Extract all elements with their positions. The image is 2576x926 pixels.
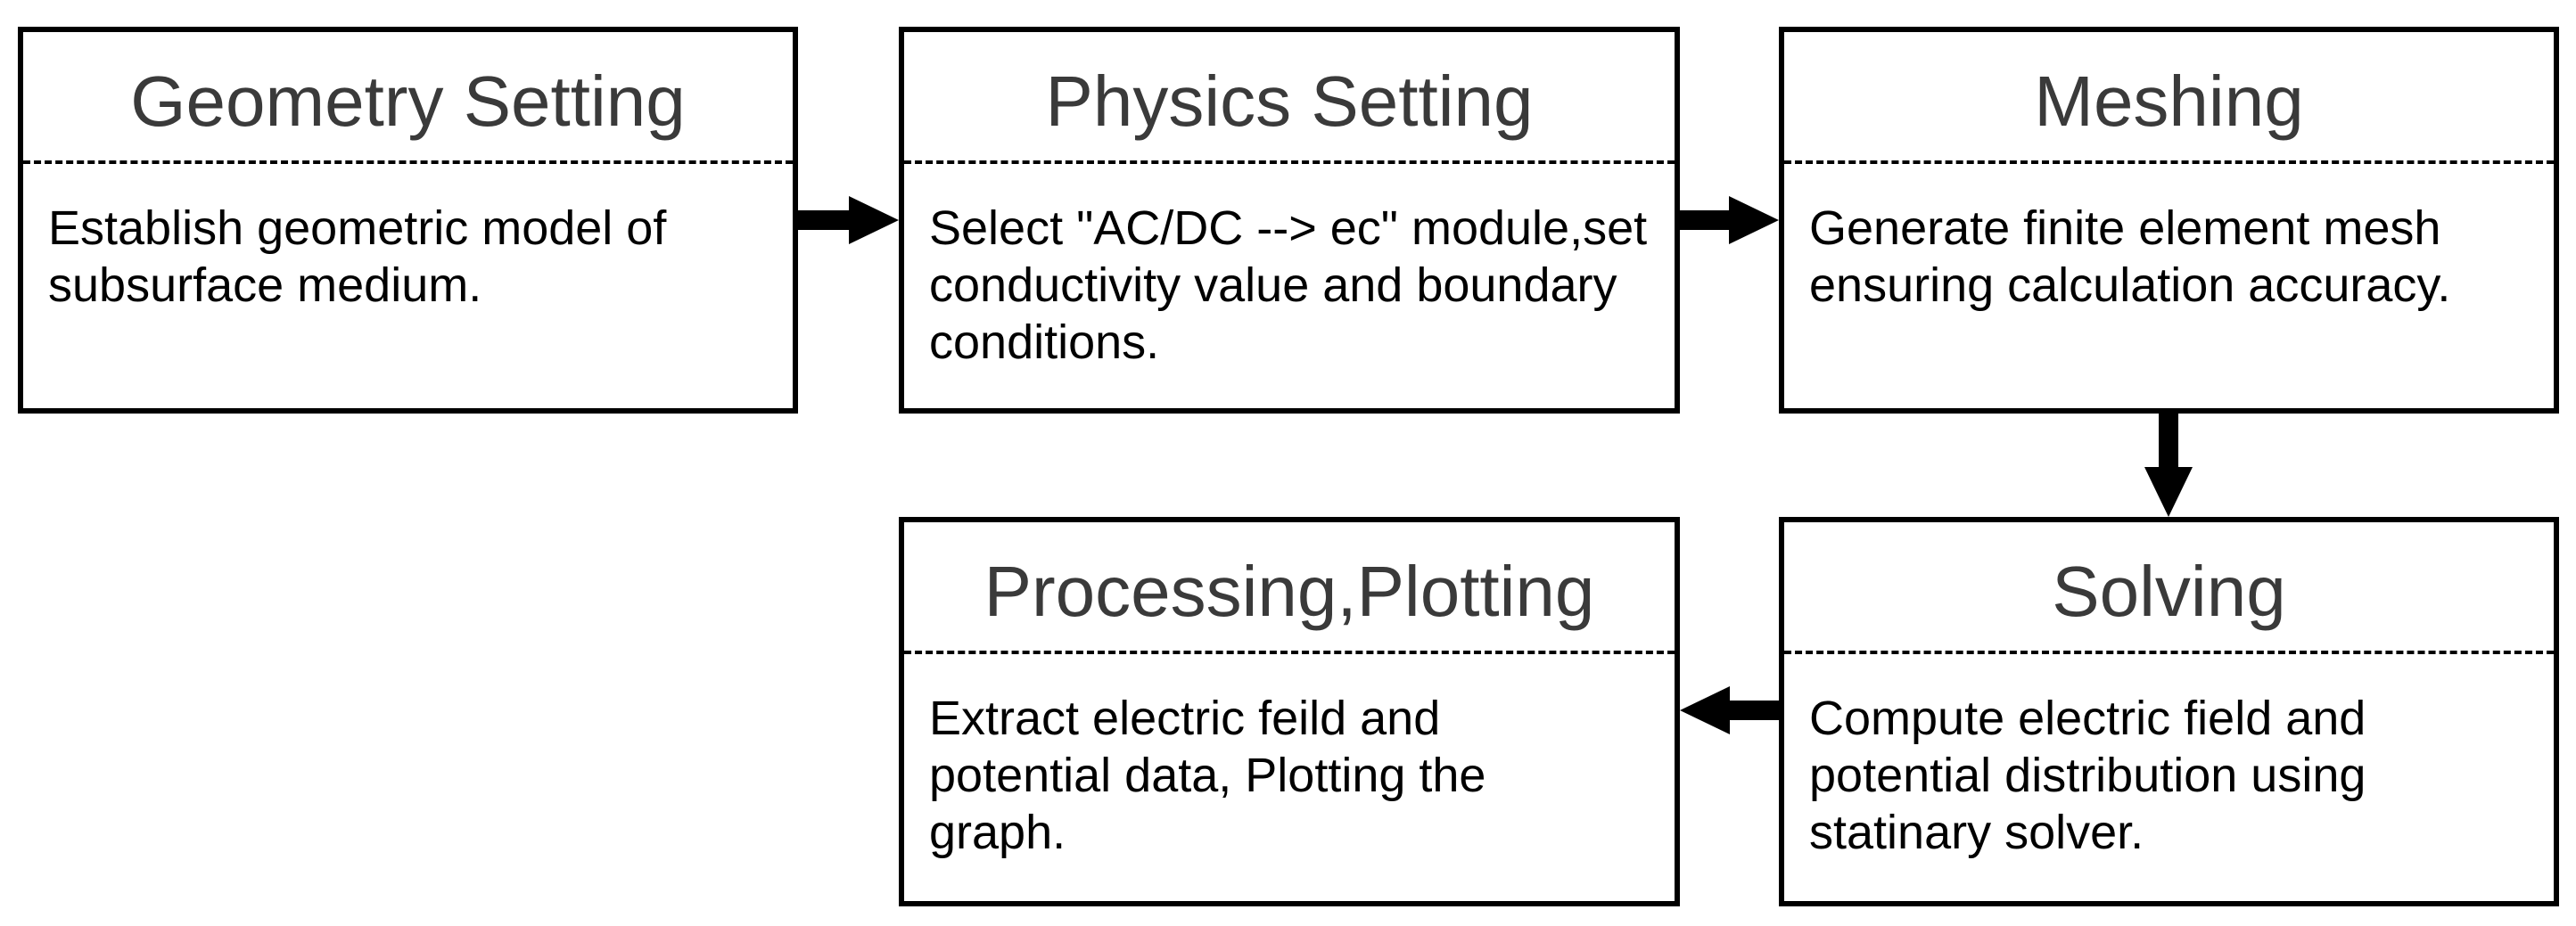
geometry-setting-divider	[23, 160, 793, 164]
processing-plotting-title: Processing,Plotting	[983, 552, 1595, 631]
processing-plotting-description: Extract electric feild and potential dat…	[929, 692, 1486, 859]
geometry-setting-box: Geometry Setting Establish geometric mod…	[18, 27, 798, 414]
arrow-physics-to-meshing	[1680, 196, 1779, 244]
solving-box: Solving Compute electric field and poten…	[1779, 517, 2559, 906]
meshing-description: Generate finite element mesh ensuring ca…	[1809, 201, 2451, 312]
solving-title: Solving	[2052, 552, 2286, 631]
meshing-title: Meshing	[2034, 61, 2304, 141]
physics-setting-title: Physics Setting	[1045, 61, 1534, 141]
solving-divider	[1784, 651, 2554, 654]
arrow-solving-to-processing	[1680, 686, 1779, 734]
processing-plotting-divider	[904, 651, 1675, 654]
physics-setting-box: Physics Setting Select "AC/DC --> ec" mo…	[899, 27, 1680, 414]
geometry-setting-title: Geometry Setting	[130, 61, 686, 141]
processing-plotting-box: Processing,Plotting Extract electric fei…	[899, 517, 1680, 906]
arrow-meshing-to-solving	[2144, 414, 2193, 517]
meshing-box: Meshing Generate finite element mesh ens…	[1779, 27, 2559, 414]
geometry-setting-description: Establish geometric model of subsurface …	[48, 201, 667, 312]
arrow-geometry-to-physics	[798, 196, 899, 244]
solving-description: Compute electric field and potential dis…	[1809, 692, 2366, 859]
meshing-divider	[1784, 160, 2554, 164]
physics-setting-divider	[904, 160, 1675, 164]
physics-setting-description: Select "AC/DC --> ec" module,set conduct…	[929, 201, 1648, 369]
